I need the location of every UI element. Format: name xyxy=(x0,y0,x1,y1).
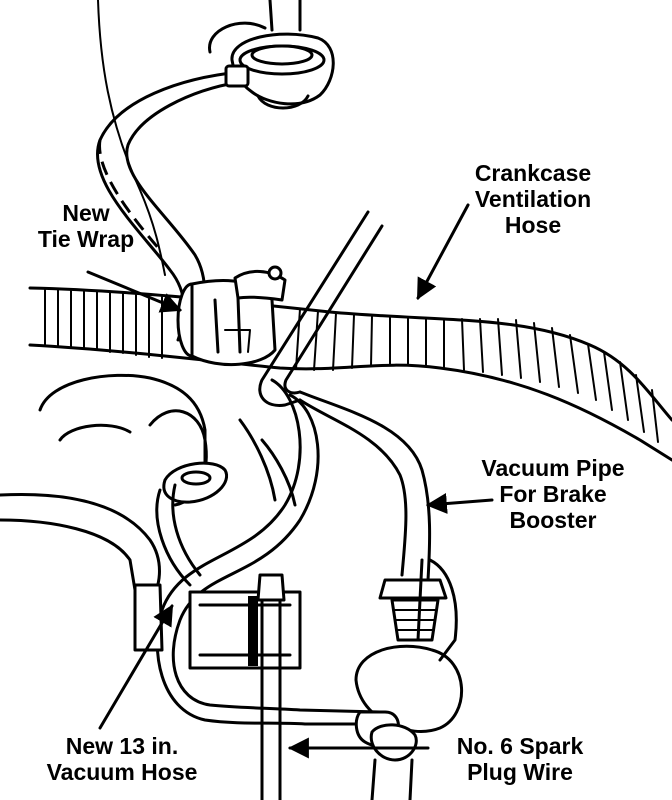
crankcase-label-line-3: Hose xyxy=(504,212,562,238)
spark-wire-label-line-2: Plug Wire xyxy=(467,759,573,785)
spark-plug-wire-label: No. 6 Spark Plug Wire xyxy=(430,733,610,785)
new-vacuum-hose xyxy=(155,378,382,726)
tie-wrap-arrow xyxy=(86,270,182,313)
new-vacuum-hose-label: New 13 in. Vacuum Hose xyxy=(22,733,222,785)
callout-arrows xyxy=(86,203,494,759)
new-hose-label-line-2: Vacuum Hose xyxy=(46,759,198,785)
new-hose-label-line-1: New 13 in. xyxy=(65,733,179,759)
tie-wrap-label-line-2: Tie Wrap xyxy=(37,226,135,252)
hose-clamp xyxy=(162,461,229,504)
new-hose-arrow xyxy=(98,604,174,730)
top-fitting xyxy=(208,0,335,110)
spark-wire-label-line-1: No. 6 Spark xyxy=(456,733,584,759)
vacuum-pipe-arrow xyxy=(425,493,494,514)
vacuum-pipe-label-line-3: Booster xyxy=(509,507,597,533)
new-tie-wrap-label: New Tie Wrap xyxy=(26,200,146,252)
tie-wrap-label-line-1: New xyxy=(62,200,110,226)
crankcase-arrow xyxy=(416,203,470,300)
crankcase-label-line-1: Crankcase xyxy=(474,160,592,186)
spark-plug-wire xyxy=(256,573,418,800)
crankcase-label-line-2: Ventilation xyxy=(474,186,592,212)
tie-wrap-collar xyxy=(176,265,287,367)
vacuum-pipe-label: Vacuum Pipe For Brake Booster xyxy=(468,455,638,533)
brake-booster-fitting xyxy=(354,558,463,733)
vacuum-pipe-label-line-2: For Brake xyxy=(499,481,607,507)
vacuum-pipe-label-line-1: Vacuum Pipe xyxy=(481,455,625,481)
engine-block xyxy=(0,373,297,602)
crankcase-ventilation-hose xyxy=(28,286,672,462)
brake-booster-vacuum-pipe xyxy=(258,210,432,582)
crankcase-ventilation-hose-label: Crankcase Ventilation Hose xyxy=(448,160,618,238)
